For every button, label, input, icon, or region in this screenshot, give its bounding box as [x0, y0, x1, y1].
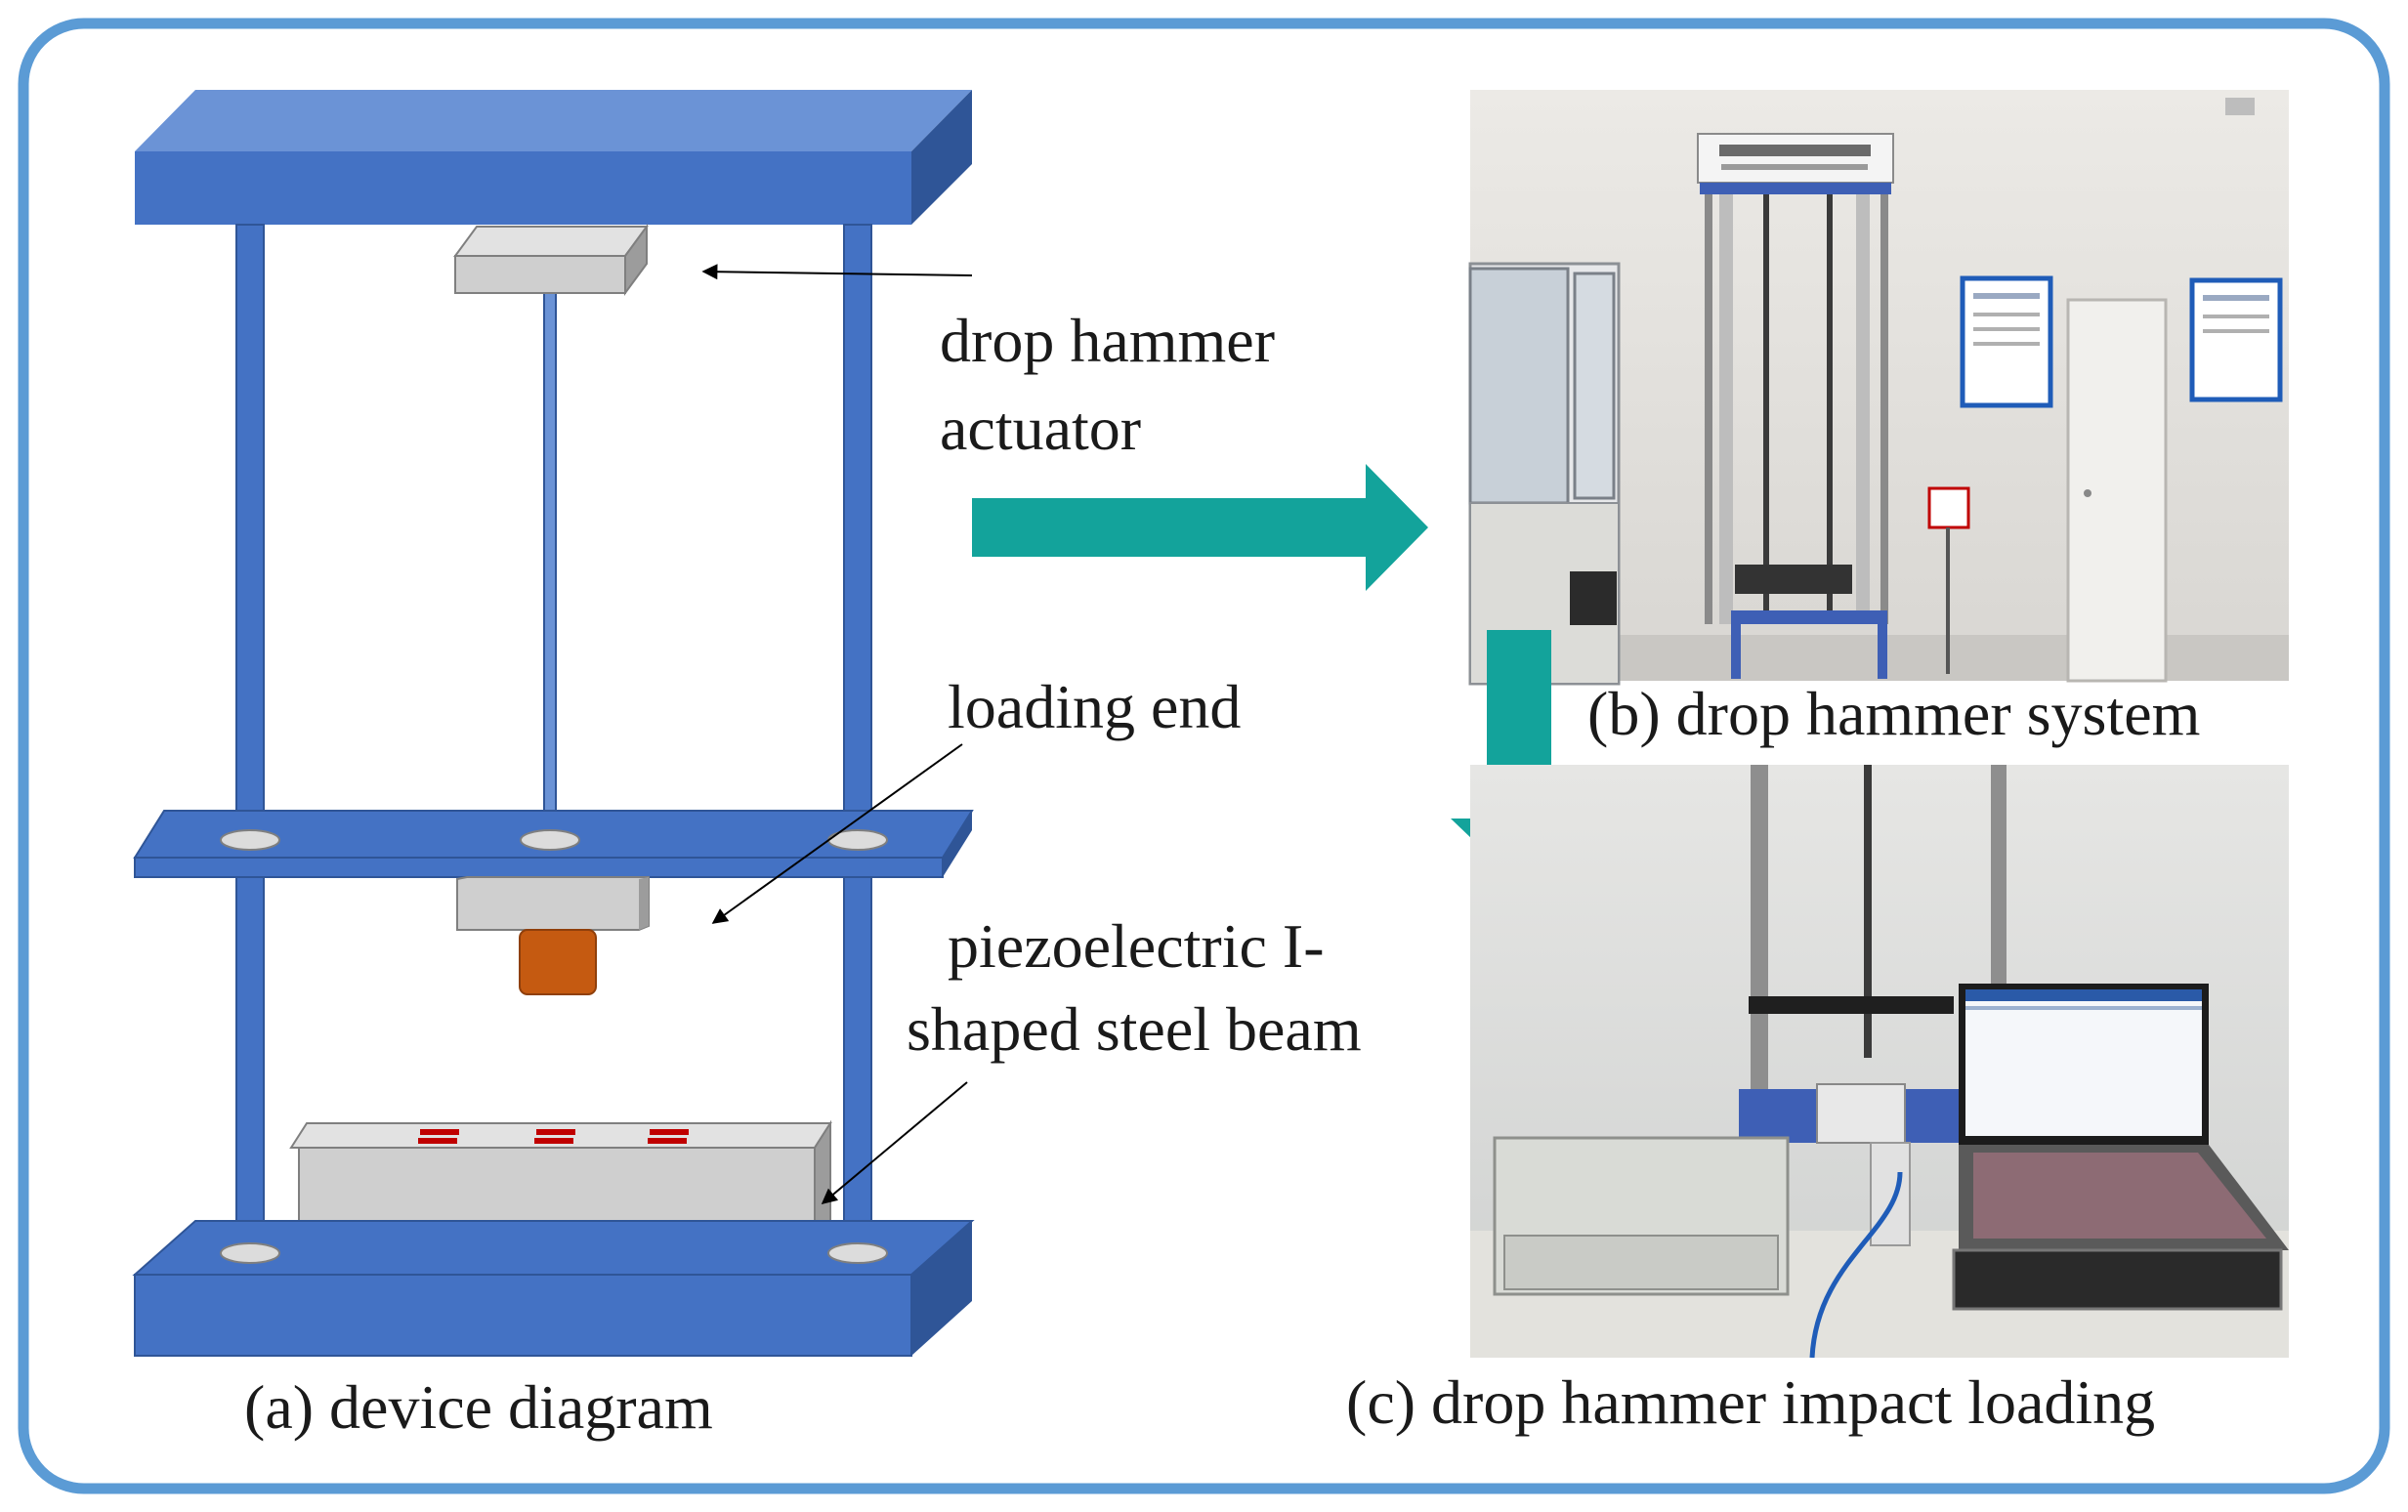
loading-end-pointer [711, 743, 963, 924]
caption-c: (c) drop hammer impact loading [1346, 1367, 2155, 1437]
hammer-actuator-block [453, 223, 649, 297]
piezo-sensor [648, 1129, 689, 1144]
washer [520, 829, 580, 851]
label-loading-end: loading end [948, 672, 1241, 741]
label-beam-line1: piezoelectric I- [948, 911, 1325, 981]
label-actuator-line1: drop hammer [940, 306, 1275, 375]
loading-end-tip [519, 929, 597, 995]
caption-a: (a) device diagram [244, 1372, 713, 1442]
guide-rod [543, 292, 557, 839]
washer [827, 1242, 888, 1264]
washer [220, 829, 280, 851]
label-beam-line2: shaped steel beam [907, 994, 1362, 1064]
piezo-sensor [534, 1129, 575, 1144]
label-actuator-line2: actuator [940, 394, 1141, 463]
top-plate [135, 90, 972, 225]
piezo-sensor [418, 1129, 459, 1144]
photo-impact-loading [1470, 765, 2289, 1359]
caption-b: (b) drop hammer system [1587, 679, 2200, 748]
right-column [843, 224, 872, 1256]
beam-pointer [821, 1081, 968, 1205]
washer [220, 1242, 280, 1264]
left-column [235, 224, 265, 1256]
loading-end-block [456, 876, 650, 995]
actuator-pointer [701, 264, 973, 280]
device-diagram: drop hammer actuator loading end piezoel… [132, 90, 1362, 1442]
right-arrow-icon [972, 464, 1428, 591]
photo-drop-hammer-system [1468, 90, 2289, 686]
base-plate [132, 1220, 975, 1357]
